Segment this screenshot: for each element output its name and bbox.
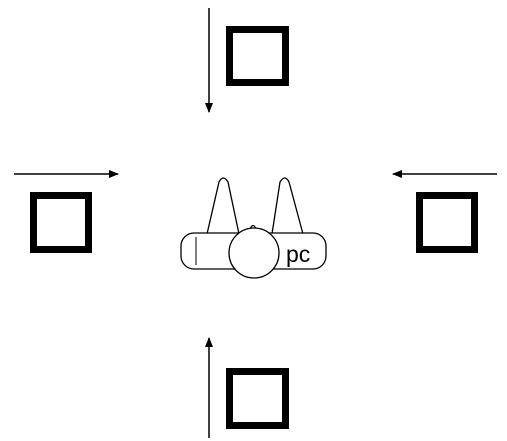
pc-figure-icon: pc [180,177,327,279]
square-icon [226,26,289,86]
square-icon [30,192,92,253]
square-icon [226,368,289,429]
stimulus-right [392,170,497,253]
square-icon [416,192,478,253]
stimulus-bottom [205,337,289,438]
stimulus-top [205,8,289,113]
pc-label: pc [286,241,310,267]
stimulus-left [14,170,119,253]
